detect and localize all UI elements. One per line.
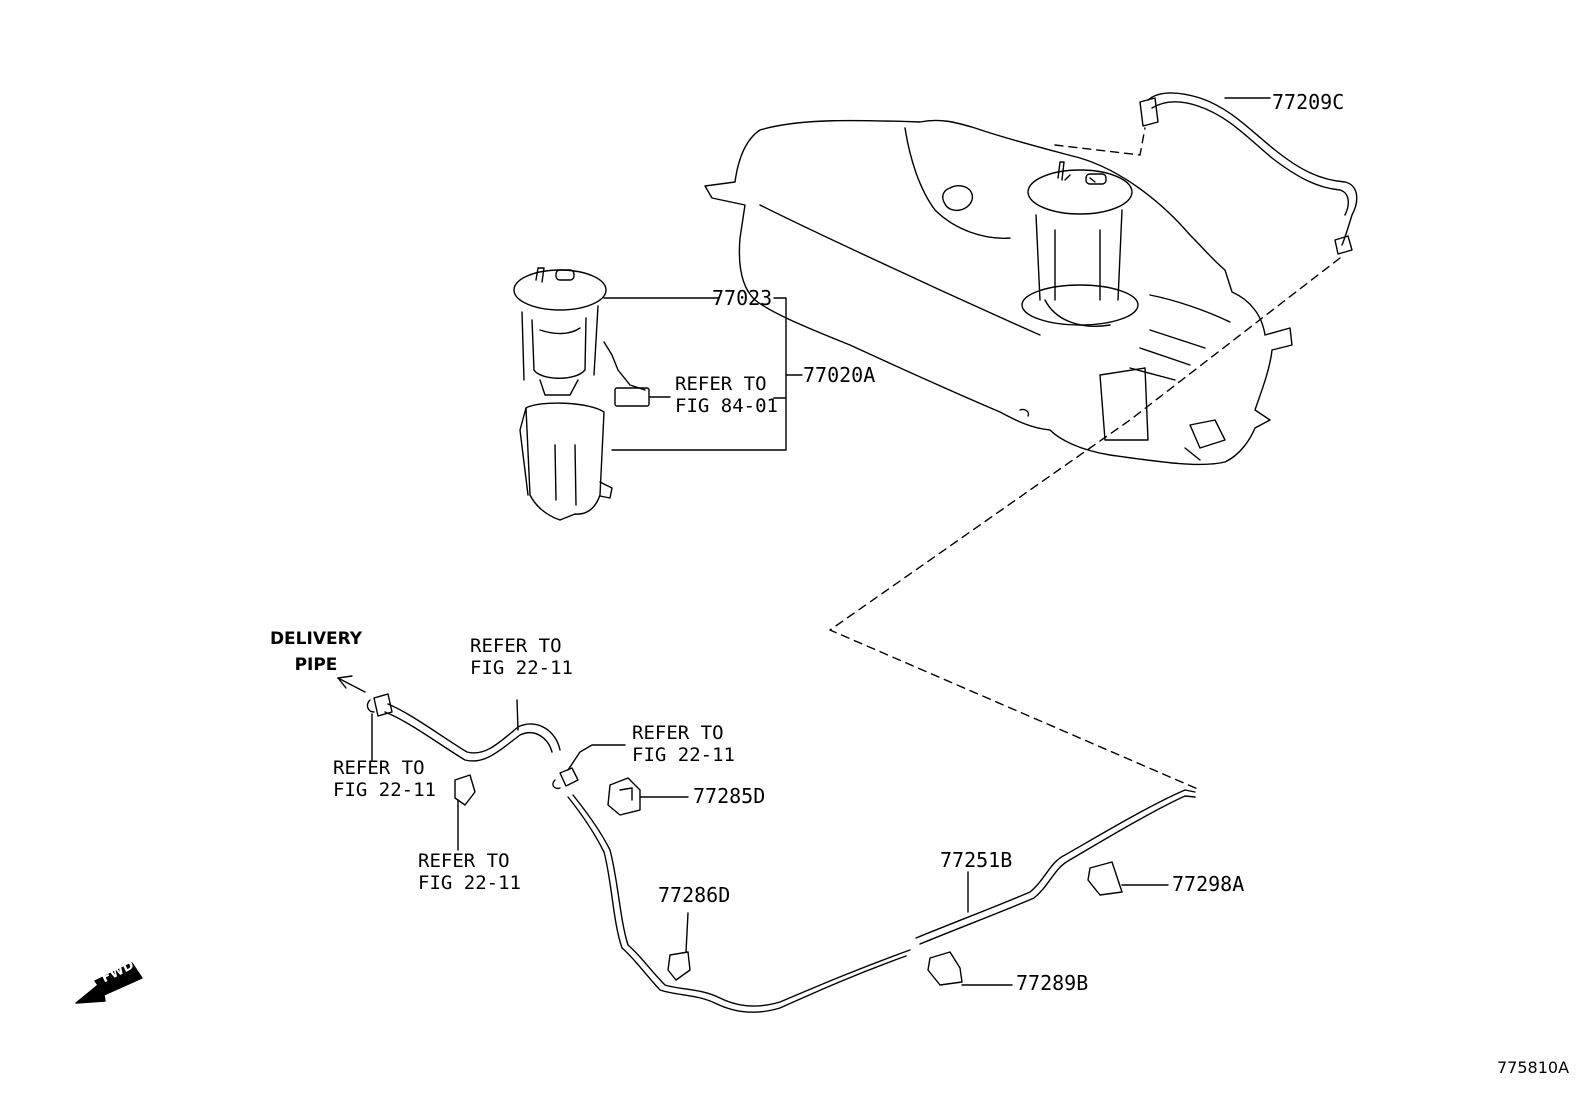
lower-leaders	[372, 714, 1168, 985]
ref-line-1: REFER TO	[333, 757, 425, 779]
ref-line-2: FIG 22-11	[418, 872, 521, 894]
ref-fuel-pump-label: REFER TO FIG 84-01	[675, 373, 778, 417]
ref-line-1: REFER TO	[418, 850, 510, 872]
ref-line-2: FIG 22-11	[470, 657, 573, 679]
ref-line-2: FIG 22-11	[333, 779, 436, 801]
part-label-77251B: 77251B	[940, 848, 1013, 872]
ref-line-1: REFER TO	[470, 635, 562, 657]
ref-left-label: REFER TO FIG 22-11	[333, 757, 436, 801]
part-label-77285D: 77285D	[693, 784, 766, 808]
dashed-leaders	[830, 128, 1340, 790]
part-label-77286D: 77286D	[658, 883, 731, 907]
ref-bottom-label: REFER TO FIG 22-11	[418, 850, 521, 894]
fuel-pump-assembly	[514, 268, 649, 520]
ref-line-1: REFER TO	[675, 373, 767, 395]
ref-line-2: FIG 22-11	[632, 744, 735, 766]
ref-line-2: FIG 84-01	[675, 395, 778, 417]
ref-mid-label: REFER TO FIG 22-11	[632, 722, 735, 766]
part-label-77209C: 77209C	[1272, 90, 1345, 114]
ref-top-label: REFER TO FIG 22-11	[470, 635, 573, 679]
pump-leaders	[604, 298, 802, 450]
delivery-arrow	[338, 676, 365, 692]
fwd-arrow	[76, 963, 142, 1003]
part-label-77023: 77023	[712, 286, 773, 310]
delivery-line-1: DELIVERY	[269, 629, 363, 649]
delivery-pipe-label: DELIVERY PIPE	[268, 626, 364, 678]
figure-id: 775810A	[1497, 1058, 1570, 1077]
ref-line-1: REFER TO	[632, 722, 724, 744]
hose-77209C	[1140, 93, 1357, 254]
fuel-tank	[705, 120, 1292, 464]
part-label-77020A: 77020A	[803, 363, 876, 387]
delivery-line-2: PIPE	[294, 655, 338, 675]
fuel-line-77251B	[553, 768, 1195, 1012]
clamp-parts	[455, 775, 1122, 985]
part-label-77289B: 77289B	[1016, 971, 1089, 995]
delivery-hose	[367, 694, 560, 761]
part-label-77298A: 77298A	[1172, 872, 1245, 896]
